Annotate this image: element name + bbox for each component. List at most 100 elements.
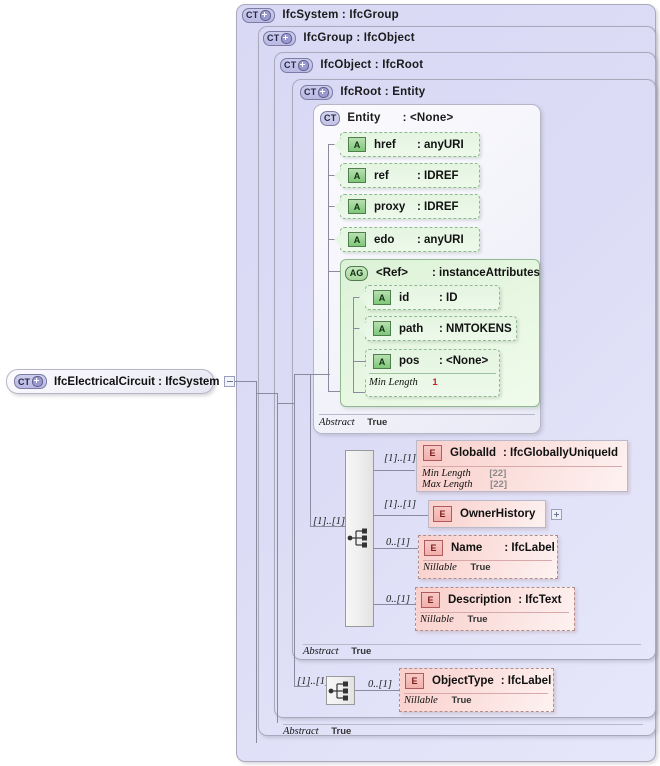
element-description-name: Description: [448, 594, 512, 606]
element-globalid-header: E GlobalId : IfcGloballyUniqueId: [423, 444, 618, 462]
container-ifcobject-header: CT IfcObject : IfcRoot: [280, 55, 423, 75]
attribute-icon: A: [373, 354, 391, 369]
element-globalid-facet-minlength: Min Length [22]: [422, 468, 506, 479]
attribute-pos-type: : <None>: [439, 355, 489, 367]
attribute-ref-type: : IDREF: [417, 169, 459, 182]
element-description-divider: [420, 612, 569, 613]
facet-label: Abstract: [319, 417, 355, 428]
element-objecttype-divider: [404, 693, 548, 694]
attribute-ref[interactable]: A ref : IDREF: [334, 163, 480, 188]
element-icon: E: [405, 673, 424, 689]
connector-riser-ifcroot: [310, 374, 311, 526]
facet-label: Abstract: [303, 646, 339, 657]
entity-footer-abstract: Abstract True: [319, 417, 387, 428]
attribute-ref-name: ref: [374, 169, 389, 182]
facet-value: True: [451, 695, 472, 706]
attribute-group-ref-type: : instanceAttributes: [431, 267, 540, 279]
attribute-proxy-type: : IDREF: [417, 200, 459, 213]
container-ifcgroup-label: IfcGroup : IfcObject: [303, 32, 415, 44]
attribute-edo-type: : anyURI: [417, 233, 464, 246]
facet-value: [22]: [489, 468, 507, 479]
cardinality-ownerhistory: [1]..[1]: [384, 499, 417, 510]
element-description-header: E Description : IfcText: [421, 591, 562, 609]
element-globalid-name: GlobalId: [450, 447, 496, 459]
seq-branch-objecttype: [355, 690, 400, 691]
facet-label: Nillable: [423, 562, 457, 573]
container-ifcgroup-header: CT IfcGroup : IfcObject: [263, 28, 415, 48]
facet-value: 1: [432, 377, 438, 388]
attribute-id[interactable]: A id : ID: [359, 285, 500, 310]
connector-riser-ifcgroup: [277, 393, 278, 723]
cardinality-objecttype: 0..[1]: [368, 679, 392, 690]
facet-value: True: [331, 726, 352, 737]
element-description[interactable]: [415, 587, 575, 631]
attribute-edo-name: edo: [374, 233, 395, 246]
seq-branch-globalid: [374, 470, 415, 471]
ag-attr-trunk: [353, 297, 354, 392]
attribute-id-name: id: [399, 291, 410, 304]
attribute-path[interactable]: A path : NMTOKENS: [359, 316, 517, 341]
root-node-label: IfcElectricalCircuit : IfcSystem: [54, 375, 220, 388]
cardinality-globalid: [1]..[1]: [384, 453, 417, 464]
entity-header: CT Entity : <None>: [320, 108, 453, 128]
attribute-pos-name: pos: [399, 355, 420, 367]
ifcroot-footer-abstract: Abstract True: [303, 646, 371, 657]
complextype-badge-icon: CT: [320, 110, 341, 126]
sequence-icon: [347, 528, 367, 548]
container-ifcobject-label: IfcObject : IfcRoot: [320, 59, 424, 71]
attribute-icon: A: [373, 321, 391, 336]
container-ifcsystem-header: CT IfcSystem : IfcGroup: [242, 5, 399, 25]
connector-riser-ifcobject: [294, 374, 295, 686]
complextype-badge-icon: CT: [263, 30, 297, 46]
element-description-type: : IfcText: [518, 594, 562, 606]
connector-branch-entity: [310, 374, 330, 375]
ifcobject-footer-abstract: Abstract True: [283, 726, 351, 737]
facet-label: Min Length: [422, 468, 471, 479]
facet-value: True: [367, 417, 388, 428]
attribute-proxy-name: proxy: [374, 200, 406, 213]
sequence-icon: [328, 681, 348, 701]
element-icon: E: [424, 540, 443, 556]
element-ownerhistory-name: OwnerHistory: [460, 508, 536, 520]
complextype-badge-icon: CT: [14, 374, 47, 389]
connector-riser-ifcsystem: [256, 381, 257, 743]
element-icon: E: [421, 592, 440, 608]
element-name-facet-nillable: Nillable True: [423, 562, 491, 573]
element-icon: E: [433, 506, 452, 522]
element-name-type: : IfcLabel: [504, 542, 555, 554]
entity-attr-trunk: [328, 144, 329, 391]
element-name-divider: [423, 560, 552, 561]
complextype-badge-icon: CT: [300, 84, 334, 100]
attribute-edo[interactable]: A edo : anyURI: [334, 227, 480, 252]
container-ifcsystem-label: IfcSystem : IfcGroup: [282, 9, 399, 21]
attribute-group-ref-header: AG <Ref> : instanceAttributes: [345, 263, 540, 283]
root-collapse-toggle[interactable]: [224, 376, 235, 387]
facet-value: True: [351, 646, 372, 657]
cardinality-ifcobject-sequence: [1]..[1]: [297, 676, 330, 687]
facet-label: Min Length: [369, 377, 418, 388]
attribute-group-ref-name: <Ref>: [376, 267, 408, 279]
attribute-icon: A: [348, 232, 366, 247]
root-node-ifcelectricalcircuit[interactable]: CT IfcElectricalCircuit : IfcSystem: [6, 369, 220, 394]
attribute-id-type: : ID: [439, 291, 458, 304]
facet-value: True: [467, 614, 488, 625]
attribute-href[interactable]: A href : anyURI: [334, 132, 480, 157]
element-name-header: E Name : IfcLabel: [424, 539, 555, 557]
facet-label: Nillable: [420, 614, 454, 625]
element-objecttype[interactable]: [399, 668, 554, 712]
attribute-href-type: : anyURI: [417, 138, 464, 151]
facet-value: True: [470, 562, 491, 573]
attribute-pos-divider: [369, 373, 496, 374]
cardinality-name: 0..[1]: [386, 537, 410, 548]
element-ownerhistory-expand-toggle[interactable]: [551, 509, 562, 520]
entity-attr-stub: [328, 271, 340, 272]
complextype-badge-icon: CT: [280, 57, 314, 73]
root-connector: [235, 381, 256, 382]
connector-branch-ifcgroup: [277, 403, 295, 404]
element-globalid-divider: [422, 466, 622, 467]
entity-attr-stub: [328, 391, 340, 392]
attribute-proxy[interactable]: A proxy : IDREF: [334, 194, 480, 219]
attribute-pos-facet-minlength: Min Length 1: [369, 377, 438, 388]
attribute-path-type: : NMTOKENS: [439, 322, 512, 335]
